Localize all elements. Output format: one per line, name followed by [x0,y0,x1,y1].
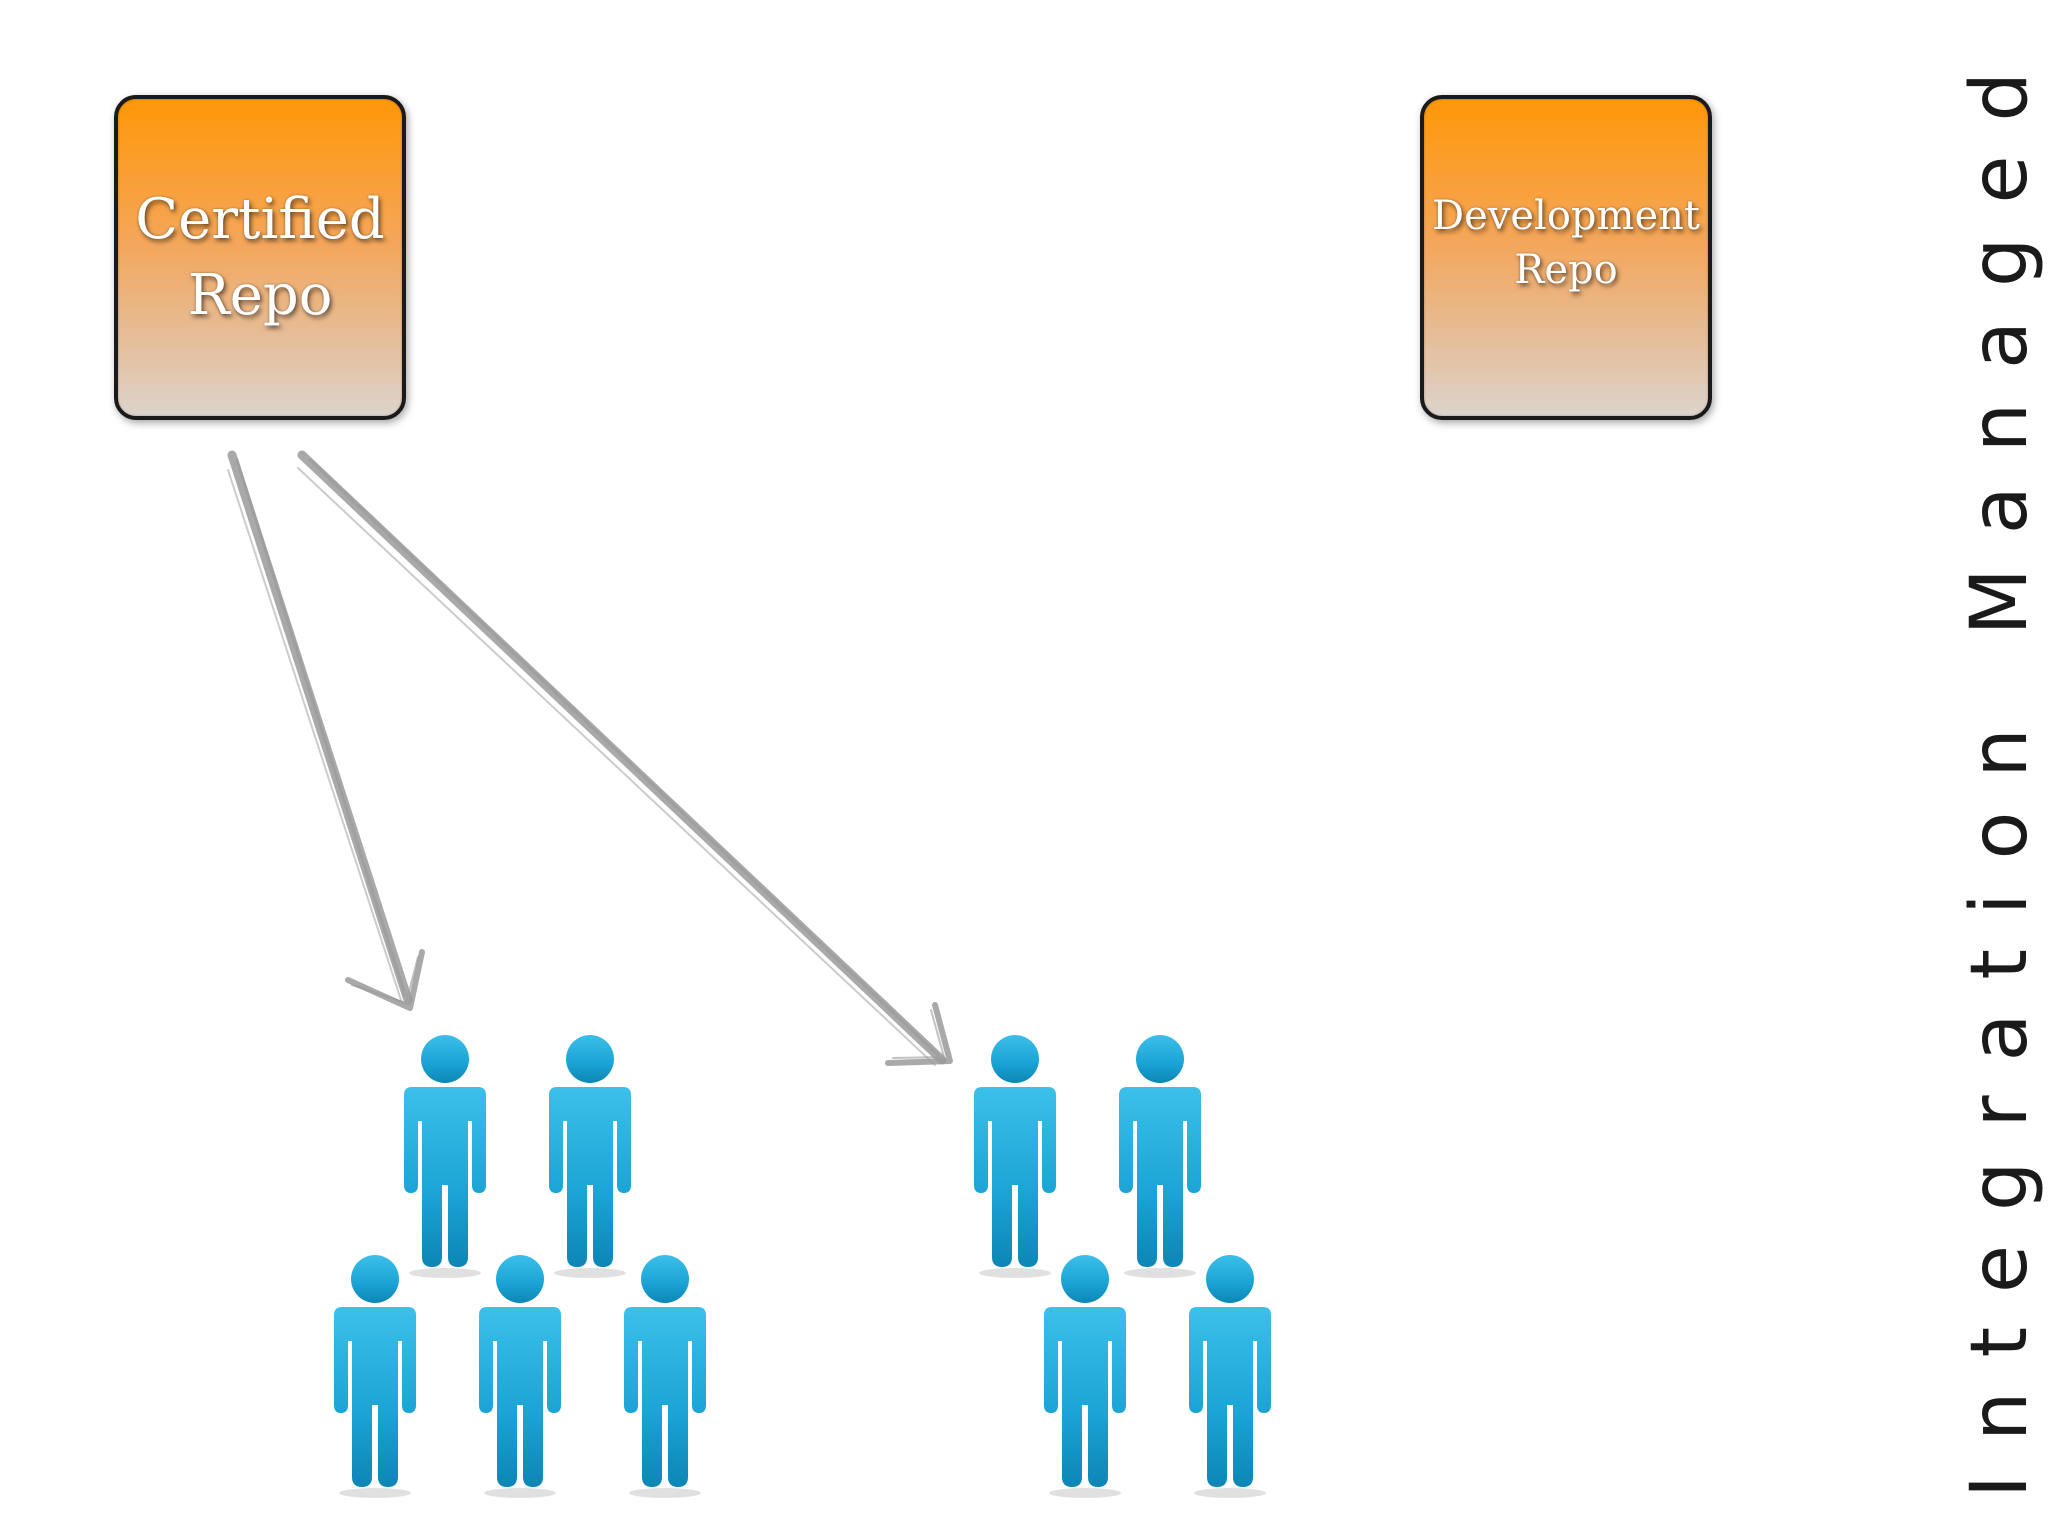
certified-repo-label-line1: Certified [135,186,385,252]
development-repo-label-line1: Development [1432,192,1700,239]
person-icon [549,1035,631,1278]
development-repo-label-line2: Repo [1514,246,1618,293]
person-icon [404,1035,486,1278]
person-icon [1189,1255,1271,1498]
person-icon [1119,1035,1201,1278]
team-2 [974,1035,1271,1498]
person-icon [1044,1255,1126,1498]
arrow-to-team-2 [297,450,953,1066]
person-icon [334,1255,416,1498]
arrow-to-team-1 [227,450,425,1011]
team-1 [334,1035,706,1498]
side-title: Integration Managed [1955,38,2045,1498]
certified-repo-box: Certified Repo [114,95,406,420]
person-icon [479,1255,561,1498]
certified-repo-label-line2: Repo [187,262,333,328]
person-icon [974,1035,1056,1278]
person-icon [624,1255,706,1498]
development-repo-box: Development Repo [1420,95,1712,420]
